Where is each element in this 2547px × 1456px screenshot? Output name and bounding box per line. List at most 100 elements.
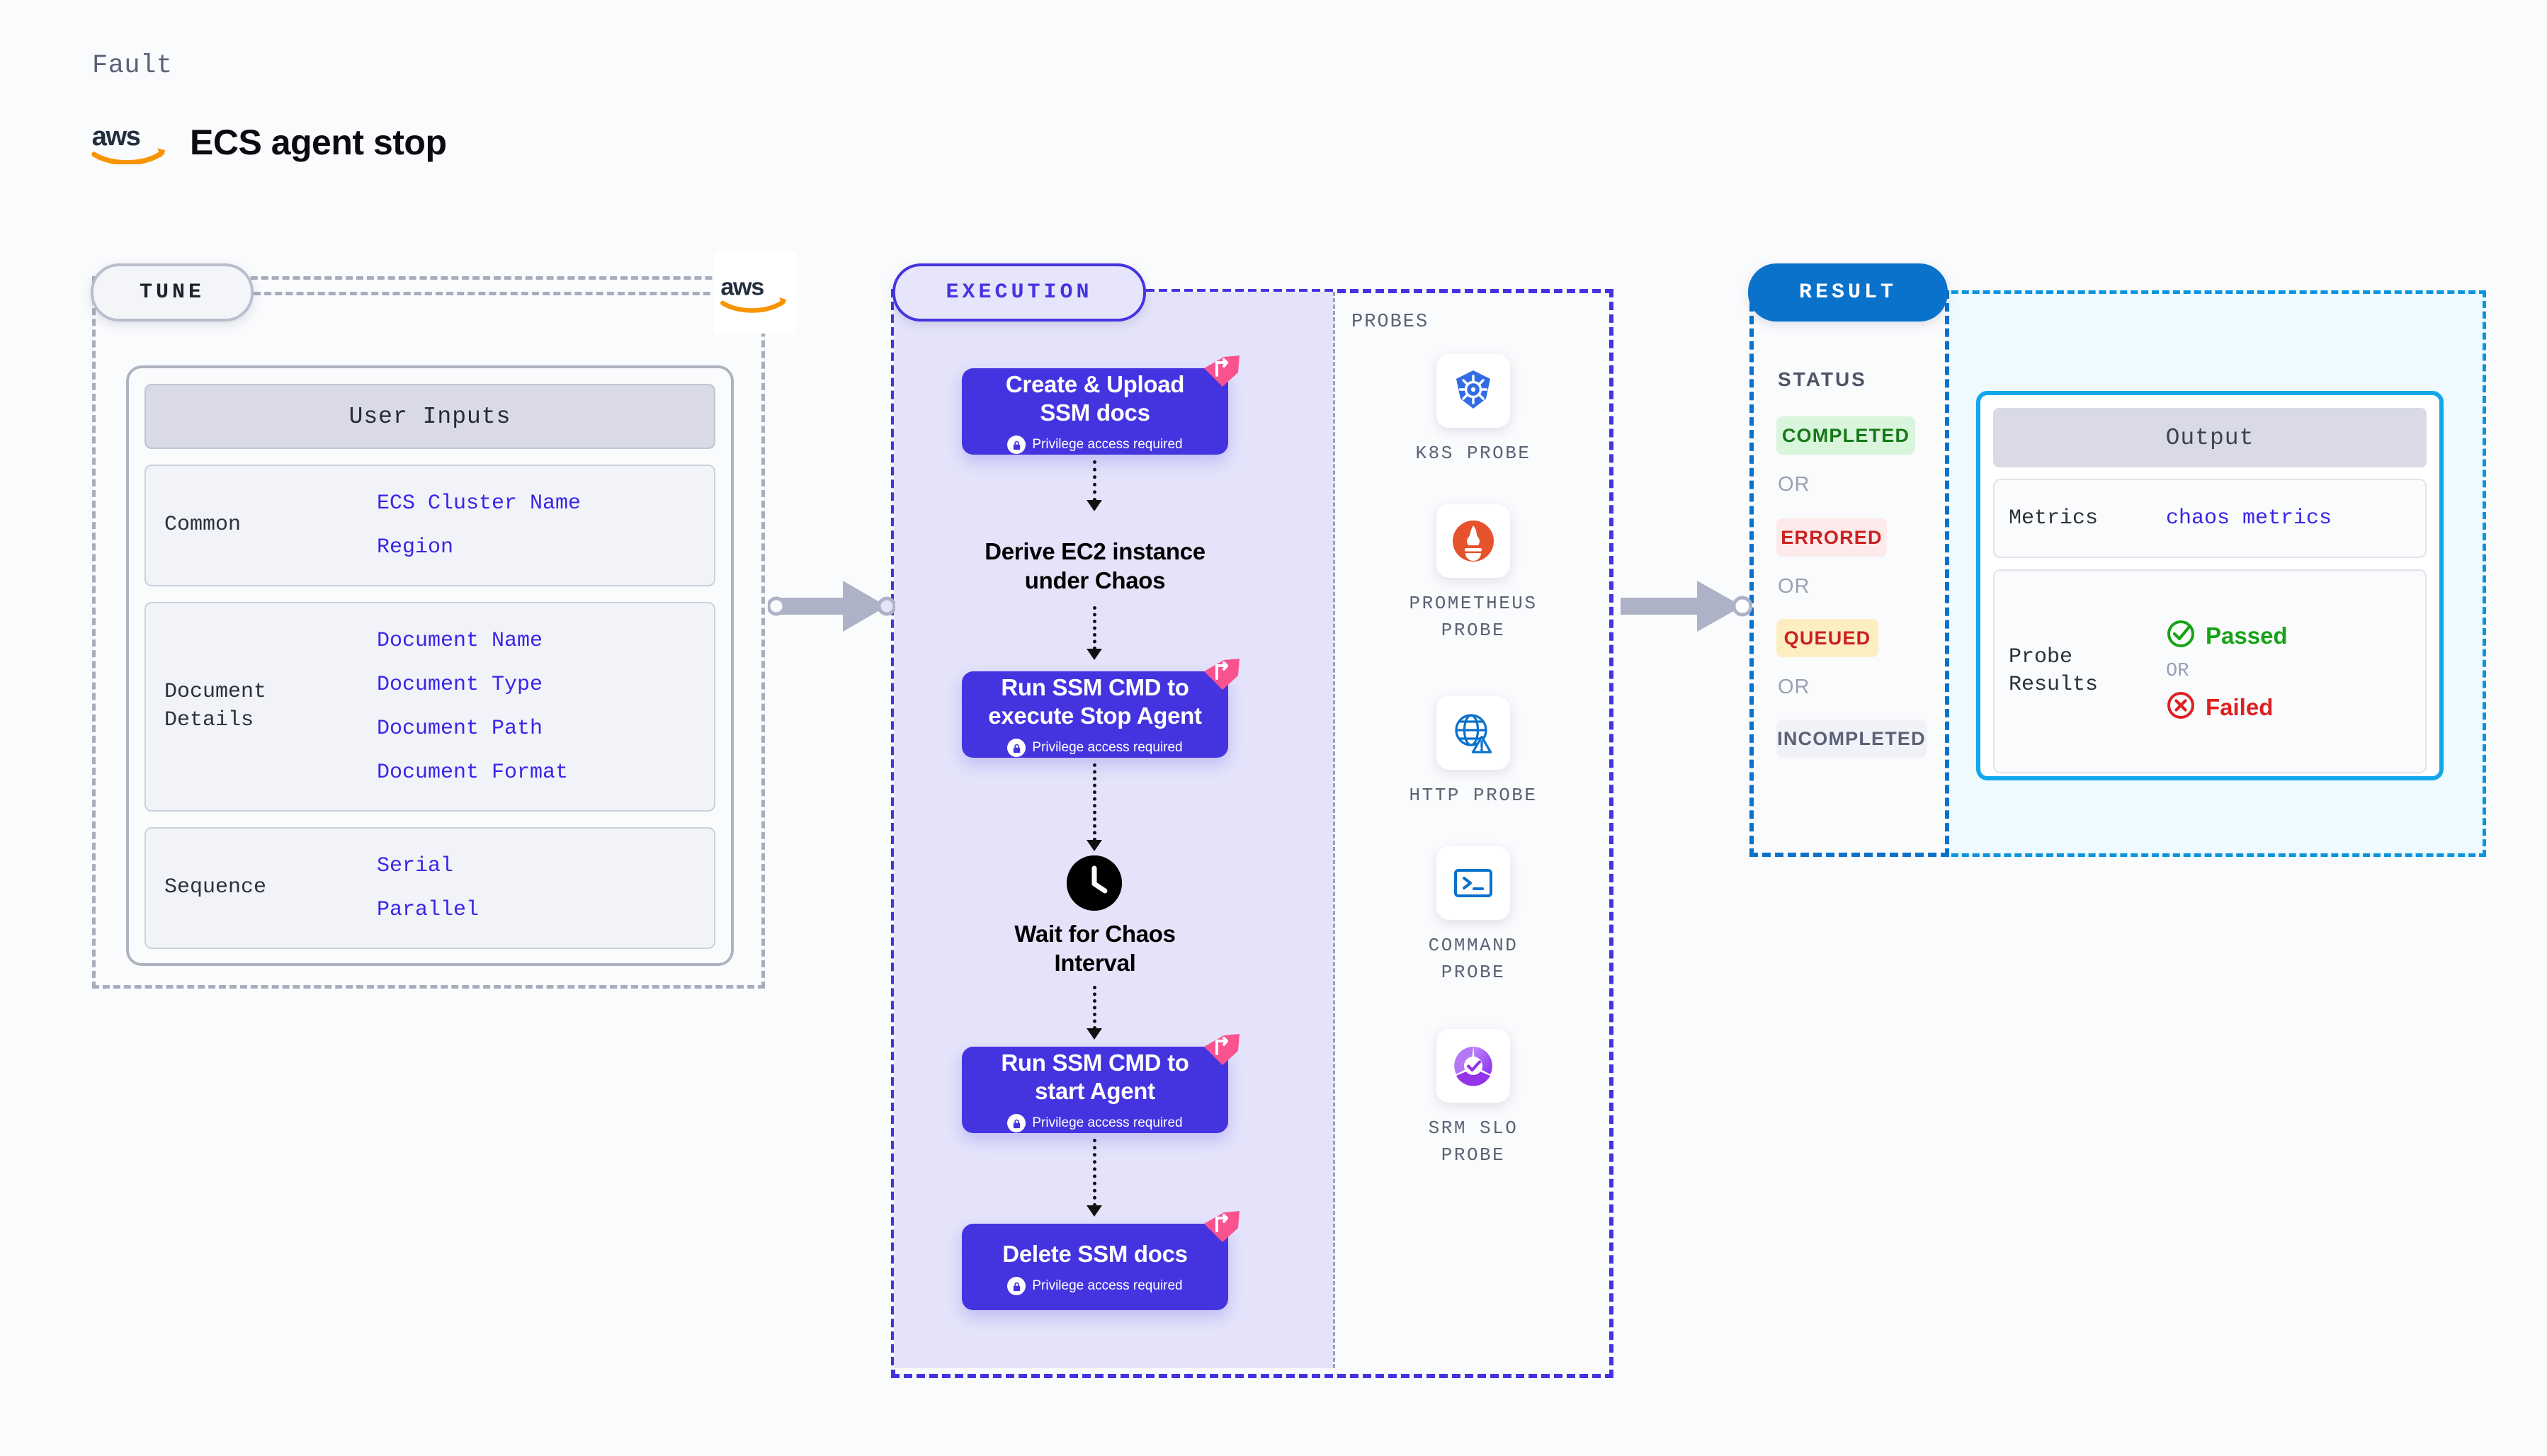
exec-node-title: Delete SSM docs [1002,1240,1188,1267]
arrow-tune-to-execution [766,567,897,646]
exec-node-title: Create & Upload SSM docs [1005,370,1185,426]
svg-text:aws: aws [720,274,764,301]
user-inputs-title: User Inputs [144,384,715,449]
result-region [1749,290,1949,857]
probes-divider [1333,292,1335,1368]
input-value[interactable]: Parallel [377,898,480,922]
privilege-note: Privilege access required [1007,739,1183,758]
exec-node-run-ssm-cmd-start-agent[interactable]: Run SSM CMD to start Agent Privilege acc… [962,1034,1240,1133]
probe-label: SRM SLO PROBE [1428,1117,1519,1166]
connector-1 [1093,460,1096,501]
probe-label: HTTP PROBE [1409,785,1538,806]
probe-item-k8s[interactable]: K8S PROBE [1388,354,1558,467]
execution-panel [894,292,1333,1368]
page-title-row: aws ECS agent stop [91,120,447,166]
status-badge-completed: COMPLETED [1776,416,1915,455]
check-circle-icon [2166,619,2196,652]
probe-item-command[interactable]: COMMAND PROBE [1388,846,1558,986]
litmus-badge-icon [1203,354,1241,391]
aws-logo-icon-corner: aws [714,251,796,334]
tune-stage-pill[interactable]: TUNE [91,263,254,322]
probe-item-http[interactable]: HTTP PROBE [1388,696,1558,809]
probe-result-failed: Failed [2166,690,2288,724]
connector-3 [1093,763,1096,841]
connector-4-arrowhead [1087,1028,1102,1040]
exec-text-title: Wait for Chaos Interval [1014,921,1176,977]
aws-logo-icon: aws [91,120,170,166]
input-group-label: Common [164,513,242,538]
status-or-2: OR [1778,575,1810,598]
output-metrics-value[interactable]: chaos metrics [2166,506,2332,530]
execution-stage-pill[interactable]: EXECUTION [892,263,1146,322]
srm-slo-icon [1436,1029,1510,1103]
exec-text-wait-for-chaos-interval: Wait for Chaos Interval [962,919,1228,978]
exec-node-title: Run SSM CMD to start Agent [1001,1049,1189,1104]
connector-5 [1093,1139,1096,1207]
privilege-note-text: Privilege access required [1032,437,1183,453]
input-value[interactable]: Document Path [377,717,543,741]
user-inputs-card: User Inputs Common ECS Cluster Name Regi… [126,365,734,966]
clock-icon [1067,855,1122,911]
http-globe-icon [1436,696,1510,770]
privilege-note: Privilege access required [1007,1277,1183,1296]
input-group-label: Sequence [164,875,267,900]
privilege-note-text: Privilege access required [1032,1115,1183,1131]
status-badge-errored: ERRORED [1776,518,1887,557]
fault-label: Fault [92,51,173,81]
output-card: Output Metrics chaos metrics Probe Resul… [1976,391,2444,780]
privilege-note: Privilege access required [1007,436,1183,455]
probe-label: K8S PROBE [1415,443,1531,464]
input-group-sequence: Sequence Serial Parallel [144,827,715,949]
probe-result-passed-label: Passed [2206,622,2288,649]
privilege-note: Privilege access required [1007,1114,1183,1133]
input-value[interactable]: ECS Cluster Name [377,491,582,516]
privilege-note-text: Privilege access required [1032,1278,1183,1294]
output-probe-results-label: Probe Results [2009,645,2099,697]
execution-region [891,289,1613,1378]
exec-node-run-ssm-cmd-stop-agent[interactable]: Run SSM CMD to execute Stop Agent Privil… [962,659,1240,758]
output-group-metrics: Metrics chaos metrics [1993,479,2427,558]
x-circle-icon [2166,690,2196,724]
input-value[interactable]: Document Name [377,629,543,653]
connector-5-arrowhead [1087,1205,1102,1217]
privilege-note-text: Privilege access required [1032,740,1183,756]
input-value[interactable]: Region [377,535,454,559]
input-value[interactable]: Serial [377,854,454,878]
page-title: ECS agent stop [190,123,447,162]
litmus-badge-icon [1203,657,1241,694]
exec-node-create-upload-ssm-docs[interactable]: Create & Upload SSM docs Privilege acces… [962,356,1240,455]
status-or-1: OR [1778,473,1810,496]
input-value[interactable]: Document Format [377,761,569,785]
lock-icon [1007,1114,1026,1133]
lock-icon [1007,1277,1026,1296]
status-badge-queued: QUEUED [1776,619,1878,657]
probe-item-srm-slo[interactable]: SRM SLO PROBE [1388,1029,1558,1168]
exec-node-title: Run SSM CMD to execute Stop Agent [988,673,1202,729]
probe-label: PROMETHEUS PROBE [1409,593,1538,641]
output-group-probe-results: Probe Results Passed OR [1993,569,2427,773]
probe-result-passed: Passed [2166,619,2288,652]
exec-node-delete-ssm-docs[interactable]: Delete SSM docs Privilege access require… [962,1211,1240,1310]
tune-connector-line [254,292,721,295]
litmus-badge-icon [1203,1210,1241,1246]
probe-result-failed-label: Failed [2206,693,2274,720]
input-group-label: Document Details [164,680,267,732]
connector-2 [1093,606,1096,650]
status-badge-incompleted: INCOMPLETED [1776,720,1927,758]
lock-icon [1007,739,1026,758]
result-stage-pill[interactable]: RESULT [1748,263,1948,322]
connector-3-arrowhead [1087,840,1102,851]
input-value[interactable]: Document Type [377,673,543,697]
output-metrics-label: Metrics [2009,506,2099,530]
status-or-3: OR [1778,676,1810,698]
litmus-badge-icon [1203,1033,1241,1069]
kubernetes-icon [1436,354,1510,428]
output-card-title: Output [1993,408,2427,467]
lock-icon [1007,436,1026,455]
probe-item-prometheus[interactable]: PROMETHEUS PROBE [1388,504,1558,644]
arrow-execution-to-result [1618,567,1753,646]
connector-1-arrowhead [1087,500,1102,511]
probe-result-or: OR [2166,661,2189,682]
connector-2-arrowhead [1087,649,1102,660]
probes-label: PROBES [1351,312,1429,333]
